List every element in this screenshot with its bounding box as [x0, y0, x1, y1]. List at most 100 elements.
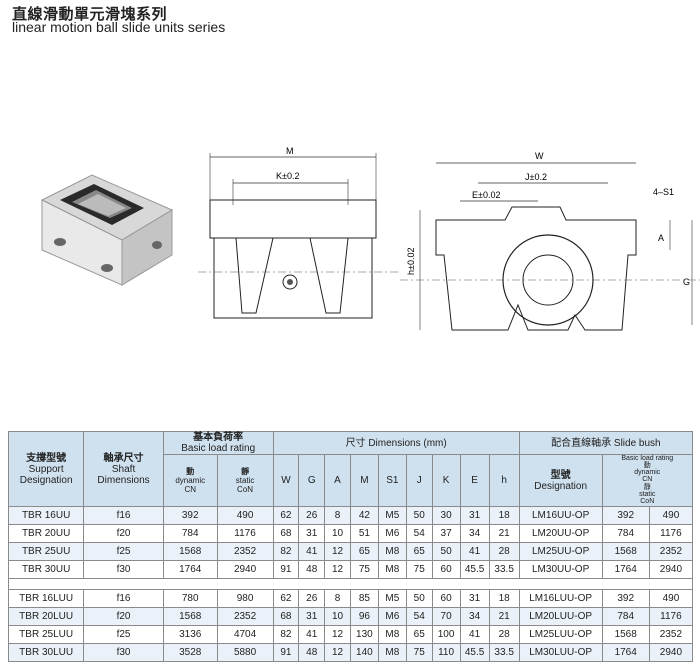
table-cell: 490: [216, 506, 274, 525]
side-view-drawing: W J±0.2 E±0.02 4–S1 h±0.02 A G: [400, 151, 700, 331]
dim-s1-label: 4–S1: [653, 187, 674, 197]
table-cell: 85: [349, 589, 379, 608]
table-cell: M5: [377, 506, 407, 525]
table-cell: 75: [405, 560, 433, 579]
dim-e-label: E±0.02: [472, 190, 500, 200]
table-cell: 96: [349, 607, 379, 626]
table-cell: 45.5: [459, 560, 490, 579]
table-cell: 37: [431, 524, 461, 543]
table-cell: 490: [648, 506, 694, 525]
table-cell: TBR 25UU: [7, 542, 85, 561]
header-dimensions: 尺寸 Dimensions (mm): [272, 431, 520, 455]
table-cell: 48: [298, 560, 326, 579]
table-cell: M6: [377, 607, 407, 626]
table-cell: 33.5: [488, 560, 520, 579]
table-cell: 2352: [648, 542, 694, 561]
table-cell: 100: [431, 625, 461, 644]
table-cell: 21: [488, 607, 520, 626]
slide-unit-photo: [40, 174, 174, 286]
table-cell: LM25UU-OP: [518, 542, 603, 561]
table-cell: 12: [324, 643, 351, 662]
table-cell: 70: [431, 607, 461, 626]
table-cell: 91: [272, 560, 300, 579]
table-cell: 41: [459, 625, 490, 644]
table-cell: 41: [298, 625, 326, 644]
table-cell: LM16UU-OP: [518, 506, 603, 525]
table-spacer-cell: [8, 578, 693, 590]
table-cell: LM20UU-OP: [518, 524, 603, 543]
table-cell: f25: [83, 625, 164, 644]
table-cell: 41: [298, 542, 326, 561]
front-view-drawing: M K±0.2: [198, 146, 398, 319]
dim-k-label: K±0.2: [276, 171, 299, 181]
table-cell: 50: [431, 542, 461, 561]
table-cell: LM30UU-OP: [518, 560, 603, 579]
table-cell: 784: [601, 607, 650, 626]
table-cell: 60: [431, 560, 461, 579]
table-cell: 1176: [216, 524, 274, 543]
header-e: E: [459, 454, 490, 507]
table-cell: 12: [324, 560, 351, 579]
table-cell: 2940: [648, 643, 694, 662]
table-cell: 2940: [648, 560, 694, 579]
table-cell: TBR 16UU: [7, 506, 85, 525]
table-cell: 30: [431, 506, 461, 525]
table-cell: M8: [377, 542, 407, 561]
header-s1: S1: [377, 454, 407, 507]
table-cell: 62: [272, 589, 300, 608]
table-cell: 392: [601, 589, 650, 608]
dim-a-label: A: [658, 233, 664, 243]
table-cell: TBR 20LUU: [7, 607, 85, 626]
table-cell: 34: [459, 524, 490, 543]
table-cell: 54: [405, 607, 433, 626]
table-cell: TBR 25LUU: [7, 625, 85, 644]
table-cell: 2940: [216, 560, 274, 579]
dim-g-label: G: [683, 277, 690, 287]
table-cell: 2352: [216, 542, 274, 561]
table-cell: 82: [272, 542, 300, 561]
table-cell: TBR 30LUU: [7, 643, 85, 662]
table-cell: 1568: [601, 625, 650, 644]
table-cell: 10: [324, 524, 351, 543]
table-spacer: [8, 578, 693, 590]
table-cell: 65: [405, 625, 433, 644]
table-cell: 62: [272, 506, 300, 525]
table-cell: f16: [83, 506, 164, 525]
page-title-cn: 直線滑動單元滑塊系列: [12, 6, 168, 23]
table-cell: 1568: [162, 607, 218, 626]
table-cell: M8: [377, 625, 407, 644]
table-cell: M6: [377, 524, 407, 543]
table-cell: 1764: [162, 560, 218, 579]
table-cell: TBR 30UU: [7, 560, 85, 579]
header-h: h: [488, 454, 520, 507]
table-cell: 33.5: [488, 643, 520, 662]
table-cell: 68: [272, 607, 300, 626]
header-g: G: [298, 454, 326, 507]
table-cell: 4704: [216, 625, 274, 644]
table-cell: 140: [349, 643, 379, 662]
table-cell: LM30LUU-OP: [518, 643, 603, 662]
table-cell: 75: [349, 560, 379, 579]
table-cell: 5880: [216, 643, 274, 662]
dim-h-label: h±0.02: [406, 248, 416, 275]
table-cell: 780: [162, 589, 218, 608]
header-a: A: [324, 454, 351, 507]
table-cell: TBR 20UU: [7, 524, 85, 543]
table-cell: 60: [431, 589, 461, 608]
table-cell: 2352: [648, 625, 694, 644]
table-cell: 1176: [648, 524, 694, 543]
table-cell: 28: [488, 625, 520, 644]
table-cell: 12: [324, 542, 351, 561]
table-cell: 54: [405, 524, 433, 543]
